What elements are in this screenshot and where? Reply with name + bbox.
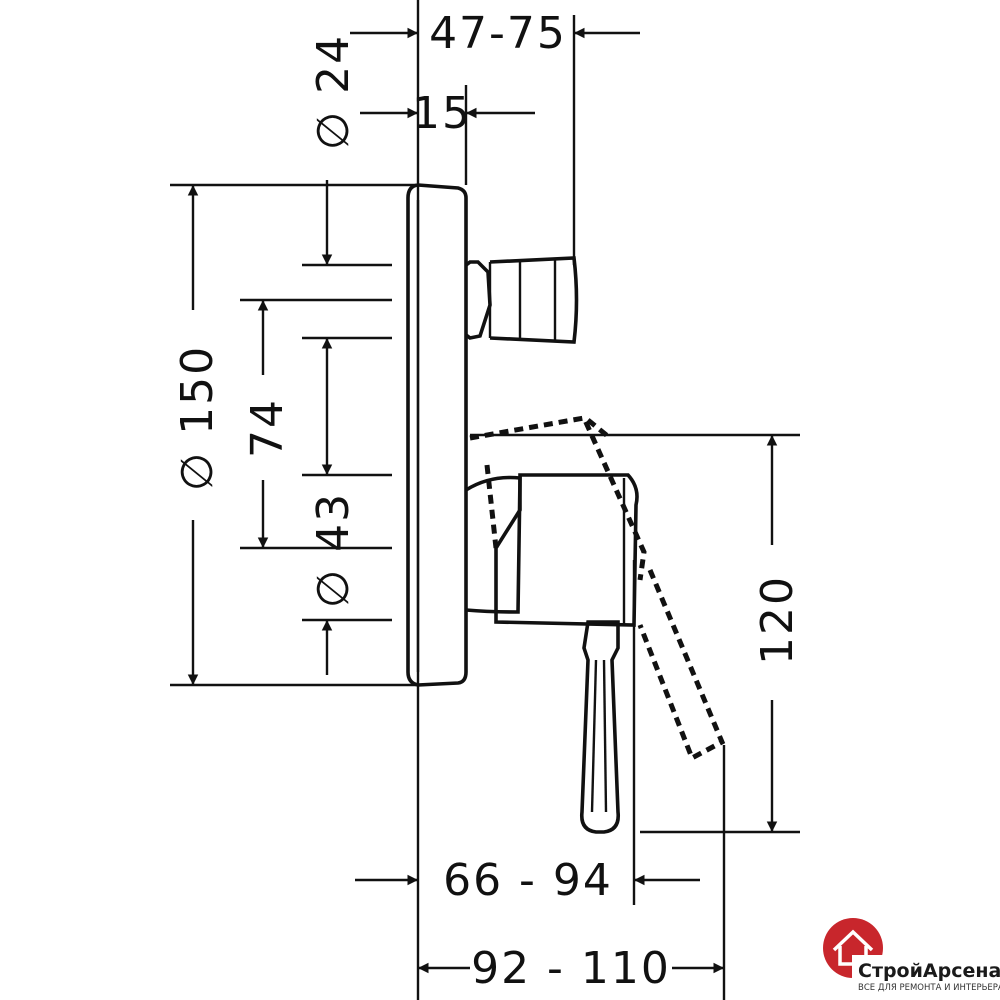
logo-name: СтройАрсенал (858, 960, 1000, 982)
label-spindle-diameter: ∅ 24 (308, 34, 359, 150)
label-total-depth: 92 - 110 (471, 943, 671, 994)
brand-logo: СтройАрсенал ВСЕ ДЛЯ РЕМОНТА И ИНТЕРЬЕРА (823, 918, 1000, 993)
wall-plate (406, 183, 468, 687)
label-spindle-offset: 15 (412, 88, 472, 139)
dimension-arrows (187, 27, 778, 974)
label-handle-height: 120 (752, 575, 803, 665)
alternate-position (469, 415, 726, 762)
label-spindle-range: 47-75 (429, 8, 567, 59)
spindle (464, 256, 579, 344)
dimension-labels: 47-75 15 ∅ 24 ∅ 150 74 ∅ 43 120 66 - 94 … (172, 8, 803, 994)
label-plate-diameter: ∅ 150 (172, 345, 223, 491)
logo-tagline: ВСЕ ДЛЯ РЕМОНТА И ИНТЕРЬЕРА (858, 983, 1000, 993)
label-handle-depth: 66 - 94 (443, 855, 613, 906)
label-sleeve-span: 74 (242, 398, 293, 458)
mixer-body (465, 473, 639, 627)
lever-handle (579, 620, 621, 834)
label-sleeve-diameter: ∅ 43 (308, 492, 359, 608)
extension-lines (170, 0, 800, 1000)
